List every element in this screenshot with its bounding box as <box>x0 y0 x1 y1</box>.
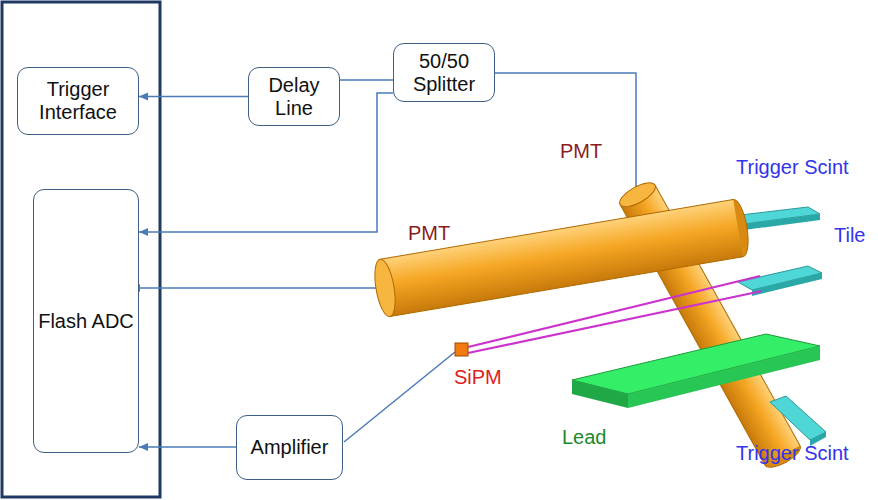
process-box: Flash ADC <box>33 189 139 453</box>
scintillator-tile <box>752 273 822 296</box>
sipm-chip <box>455 343 468 356</box>
part-label: Trigger Scint <box>736 442 849 465</box>
trigger-scintillator <box>770 396 826 440</box>
box-text: Flash ADC <box>38 310 134 333</box>
process-box: 50/50 Splitter <box>393 43 495 102</box>
signal-connector <box>340 79 393 81</box>
signal-connector <box>139 96 248 98</box>
pmt-label: PMT <box>408 222 450 245</box>
process-box: Delay Line <box>248 67 340 126</box>
wls-fiber <box>468 291 762 353</box>
box-text: Trigger Interface <box>18 78 138 124</box>
signal-wire <box>485 73 636 190</box>
box-text: Delay Line <box>249 74 339 120</box>
lead-absorber <box>628 346 820 408</box>
lead-absorber <box>572 380 628 408</box>
part-label: Lead <box>562 426 607 449</box>
box-text: Amplifier <box>251 436 329 459</box>
crate-outline <box>2 2 160 497</box>
trigger-scintillator <box>744 214 820 230</box>
pmt-tube <box>371 198 751 318</box>
signal-wire <box>344 352 455 442</box>
part-label: Tile <box>834 224 865 247</box>
signal-wire <box>131 287 378 289</box>
process-box: Amplifier <box>236 415 343 480</box>
part-label: SiPM <box>454 366 502 389</box>
part-label: Trigger Scint <box>736 156 849 179</box>
box-text: 50/50 Splitter <box>394 50 494 96</box>
pmt-label: PMT <box>560 140 602 163</box>
process-box: Trigger Interface <box>17 67 139 135</box>
signal-connector <box>139 446 236 448</box>
